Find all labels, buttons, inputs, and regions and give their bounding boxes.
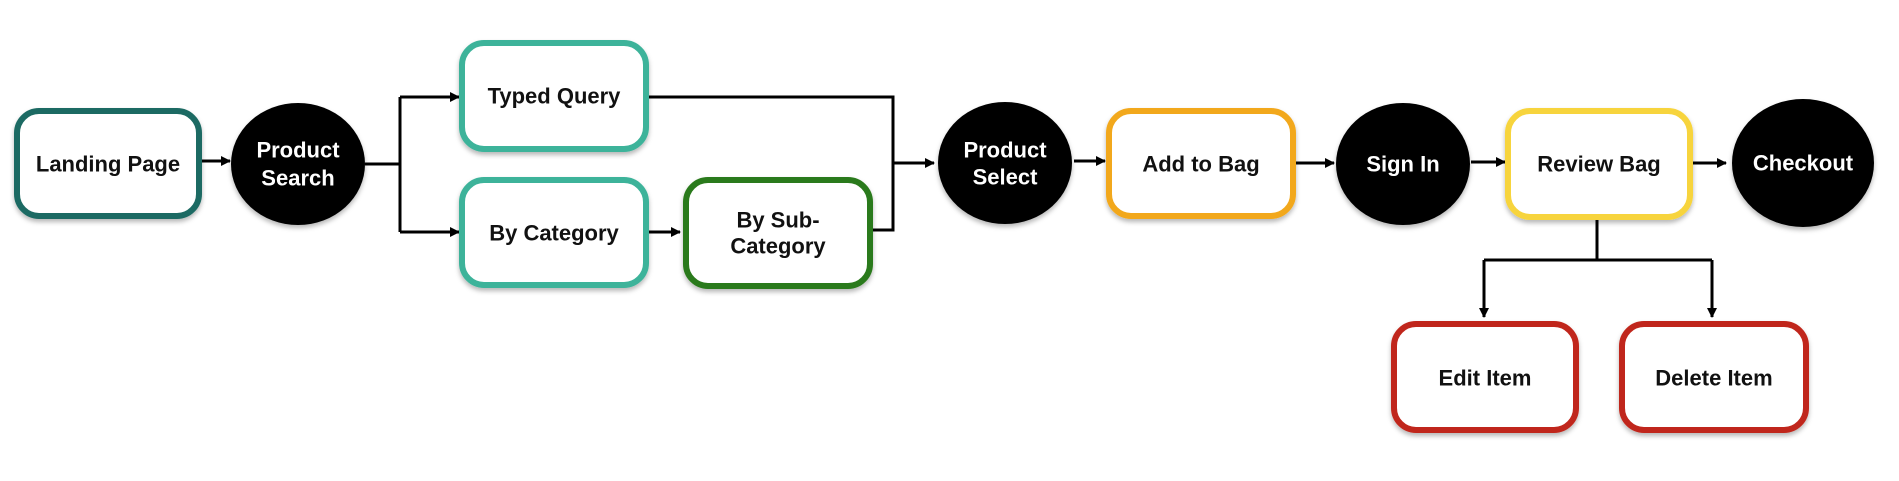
delete-item-box: [1619, 321, 1809, 433]
node-delete-item: Delete Item: [1619, 321, 1809, 433]
node-review-bag: Review Bag: [1505, 108, 1693, 220]
review-bag-label: Review Bag: [1537, 152, 1661, 177]
node-product-select: Product Select: [938, 102, 1072, 224]
node-product-search: Product Search: [231, 103, 365, 225]
node-add-to-bag: Add to Bag: [1106, 108, 1296, 219]
product-search-label-line2: Search: [261, 166, 334, 191]
product-select-label-line2: Select: [973, 165, 1038, 190]
node-checkout: Checkout: [1732, 99, 1874, 227]
landing-page-box: [14, 108, 202, 219]
node-by-category: By Category: [459, 177, 649, 288]
by-sub-category-label-line1: By Sub-: [736, 208, 819, 233]
edit-item-label: Edit Item: [1439, 366, 1532, 391]
node-typed-query: Typed Query: [459, 40, 649, 152]
edge-subcategory-merge: [872, 163, 895, 232]
typed-query-label: Typed Query: [488, 84, 622, 109]
product-search-circle: [231, 103, 365, 225]
by-category-box: [459, 177, 649, 288]
edge-review-bag-branch: [1484, 220, 1712, 262]
landing-page-label: Landing Page: [36, 152, 180, 177]
node-sign-in: Sign In: [1336, 103, 1470, 225]
delete-item-label: Delete Item: [1655, 366, 1772, 391]
product-search-label-line1: Product: [256, 138, 340, 163]
product-select-label-line1: Product: [963, 138, 1047, 163]
typed-query-box: [459, 40, 649, 152]
by-sub-category-box: [683, 177, 873, 289]
by-category-label: By Category: [489, 221, 619, 246]
node-landing-page: Landing Page: [14, 108, 202, 219]
edge-search-trunk: [365, 97, 402, 232]
edge-typed-query-merge: [648, 95, 895, 163]
node-edit-item: Edit Item: [1391, 321, 1579, 433]
review-bag-box: [1505, 108, 1693, 220]
checkout-circle: [1732, 99, 1874, 227]
add-to-bag-box: [1106, 108, 1296, 219]
sign-in-label: Sign In: [1366, 152, 1439, 177]
sign-in-circle: [1336, 103, 1470, 225]
product-select-circle: [938, 102, 1072, 224]
by-sub-category-label-line2: Category: [730, 234, 826, 259]
node-by-sub-category: By Sub- Category: [683, 177, 873, 289]
edit-item-box: [1391, 321, 1579, 433]
edges: [200, 92, 1727, 318]
add-to-bag-label: Add to Bag: [1142, 152, 1259, 177]
checkout-label: Checkout: [1753, 151, 1854, 176]
